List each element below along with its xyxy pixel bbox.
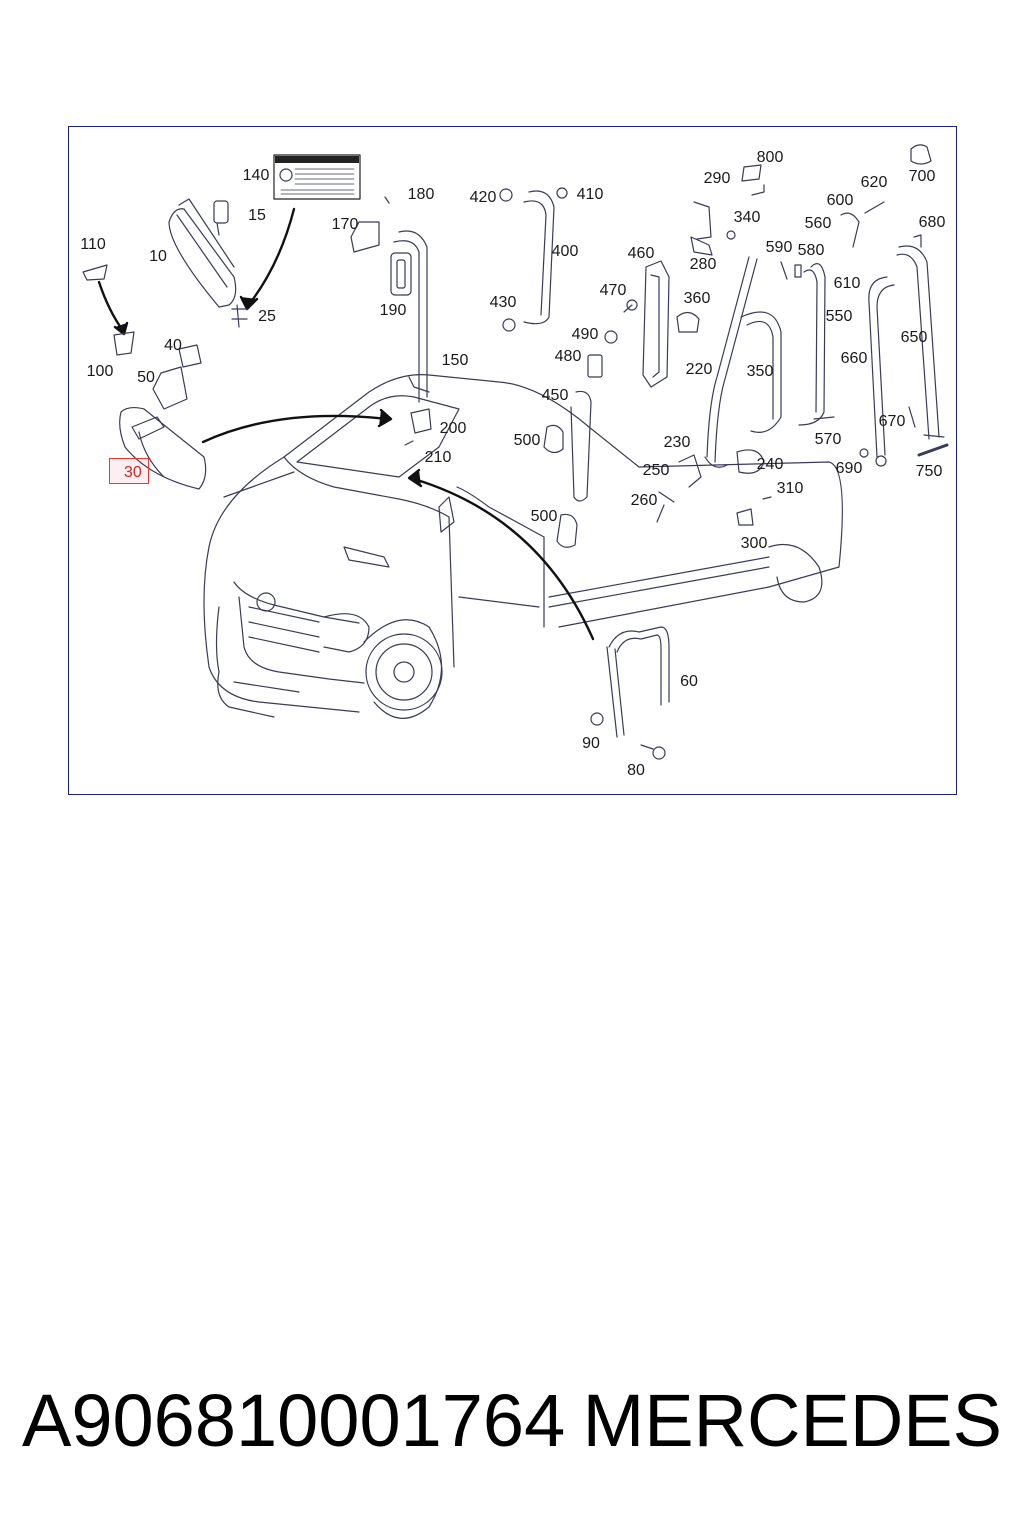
grab-handle-550 bbox=[780, 261, 835, 426]
part-label-30-highlighted[interactable]: 30 bbox=[109, 458, 149, 484]
grab-handle-350 bbox=[736, 311, 782, 474]
part-label-310: 310 bbox=[776, 480, 804, 497]
grab-handle-150 bbox=[350, 196, 432, 446]
part-label-100: 100 bbox=[86, 363, 114, 380]
part-label-680: 680 bbox=[918, 214, 946, 231]
part-label-170: 170 bbox=[331, 216, 359, 233]
grab-handle-450 bbox=[543, 390, 592, 548]
part-label-560: 560 bbox=[804, 215, 832, 232]
parts-diagram-frame: 140 15 110 10 25 100 40 50 30 180 170 19… bbox=[68, 126, 957, 795]
part-label-200: 200 bbox=[439, 420, 467, 437]
part-label-110: 110 bbox=[80, 236, 106, 253]
part-label-550: 550 bbox=[825, 308, 853, 325]
part-label-220: 220 bbox=[685, 361, 713, 378]
part-label-15: 15 bbox=[248, 207, 266, 224]
part-label-670: 670 bbox=[878, 413, 906, 430]
part-label-580: 580 bbox=[797, 242, 825, 259]
brand-name: MERCEDES bbox=[582, 1378, 1002, 1462]
bracket-480-490 bbox=[587, 299, 638, 378]
part-label-260: 260 bbox=[630, 492, 658, 509]
part-label-80: 80 bbox=[627, 762, 645, 779]
part-label-25: 25 bbox=[258, 308, 276, 325]
part-label-180: 180 bbox=[407, 186, 435, 203]
part-label-500-lower: 500 bbox=[530, 508, 558, 525]
part-label-90: 90 bbox=[582, 735, 600, 752]
part-label-570: 570 bbox=[814, 431, 842, 448]
part-label-400: 400 bbox=[551, 243, 579, 260]
part-label-500-upper: 500 bbox=[513, 432, 541, 449]
part-label-60: 60 bbox=[680, 673, 698, 690]
part-label-420: 420 bbox=[469, 189, 497, 206]
warning-label-graphic bbox=[273, 154, 361, 200]
grab-handle-220 bbox=[690, 184, 765, 468]
part-label-300: 300 bbox=[740, 535, 768, 552]
part-label-350: 350 bbox=[746, 363, 774, 380]
part-label-460: 460 bbox=[627, 245, 655, 262]
part-label-800: 800 bbox=[756, 149, 784, 166]
small-parts-right bbox=[840, 144, 949, 457]
grab-handle-650 bbox=[896, 234, 945, 440]
grab-handle-60 bbox=[590, 626, 670, 760]
part-label-480: 480 bbox=[554, 348, 582, 365]
grab-handle-400 bbox=[499, 187, 568, 332]
small-parts-mid bbox=[656, 164, 772, 526]
part-label-210: 210 bbox=[424, 449, 452, 466]
part-label-290: 290 bbox=[703, 170, 731, 187]
small-parts-left bbox=[82, 264, 248, 410]
parts-diagram-drawing bbox=[82, 144, 949, 760]
part-label-450: 450 bbox=[541, 387, 569, 404]
part-label-140: 140 bbox=[242, 167, 270, 184]
part-label-620: 620 bbox=[860, 174, 888, 191]
part-label-660: 660 bbox=[840, 350, 868, 367]
rear-view-mirror bbox=[119, 406, 207, 490]
part-label-340: 340 bbox=[733, 209, 761, 226]
part-label-430: 430 bbox=[489, 294, 517, 311]
grab-handle-660 bbox=[859, 276, 895, 467]
part-label-50: 50 bbox=[137, 369, 155, 386]
grab-handle-460 bbox=[642, 260, 670, 388]
part-label-240: 240 bbox=[756, 456, 784, 473]
part-label-690: 690 bbox=[835, 460, 863, 477]
curved-arrows bbox=[97, 207, 595, 641]
part-label-470: 470 bbox=[599, 282, 627, 299]
part-label-600: 600 bbox=[826, 192, 854, 209]
part-label-410: 410 bbox=[576, 186, 604, 203]
part-label-750: 750 bbox=[915, 463, 943, 480]
part-label-610: 610 bbox=[833, 275, 861, 292]
part-label-590: 590 bbox=[765, 239, 793, 256]
part-number: A906810001764 bbox=[22, 1378, 566, 1462]
part-label-150: 150 bbox=[441, 352, 469, 369]
part-label-40: 40 bbox=[164, 337, 182, 354]
part-label-650: 650 bbox=[900, 329, 928, 346]
part-label-490: 490 bbox=[571, 326, 599, 343]
part-label-700: 700 bbox=[908, 168, 936, 185]
part-label-250: 250 bbox=[642, 462, 670, 479]
part-label-360: 360 bbox=[683, 290, 711, 307]
sun-visor bbox=[168, 198, 237, 308]
part-label-280: 280 bbox=[689, 256, 717, 273]
product-footer: A906810001764 MERCEDES bbox=[22, 1378, 1002, 1462]
van-illustration bbox=[203, 374, 843, 719]
part-label-190: 190 bbox=[379, 302, 407, 319]
part-label-230: 230 bbox=[663, 434, 691, 451]
part-label-10: 10 bbox=[149, 248, 167, 265]
